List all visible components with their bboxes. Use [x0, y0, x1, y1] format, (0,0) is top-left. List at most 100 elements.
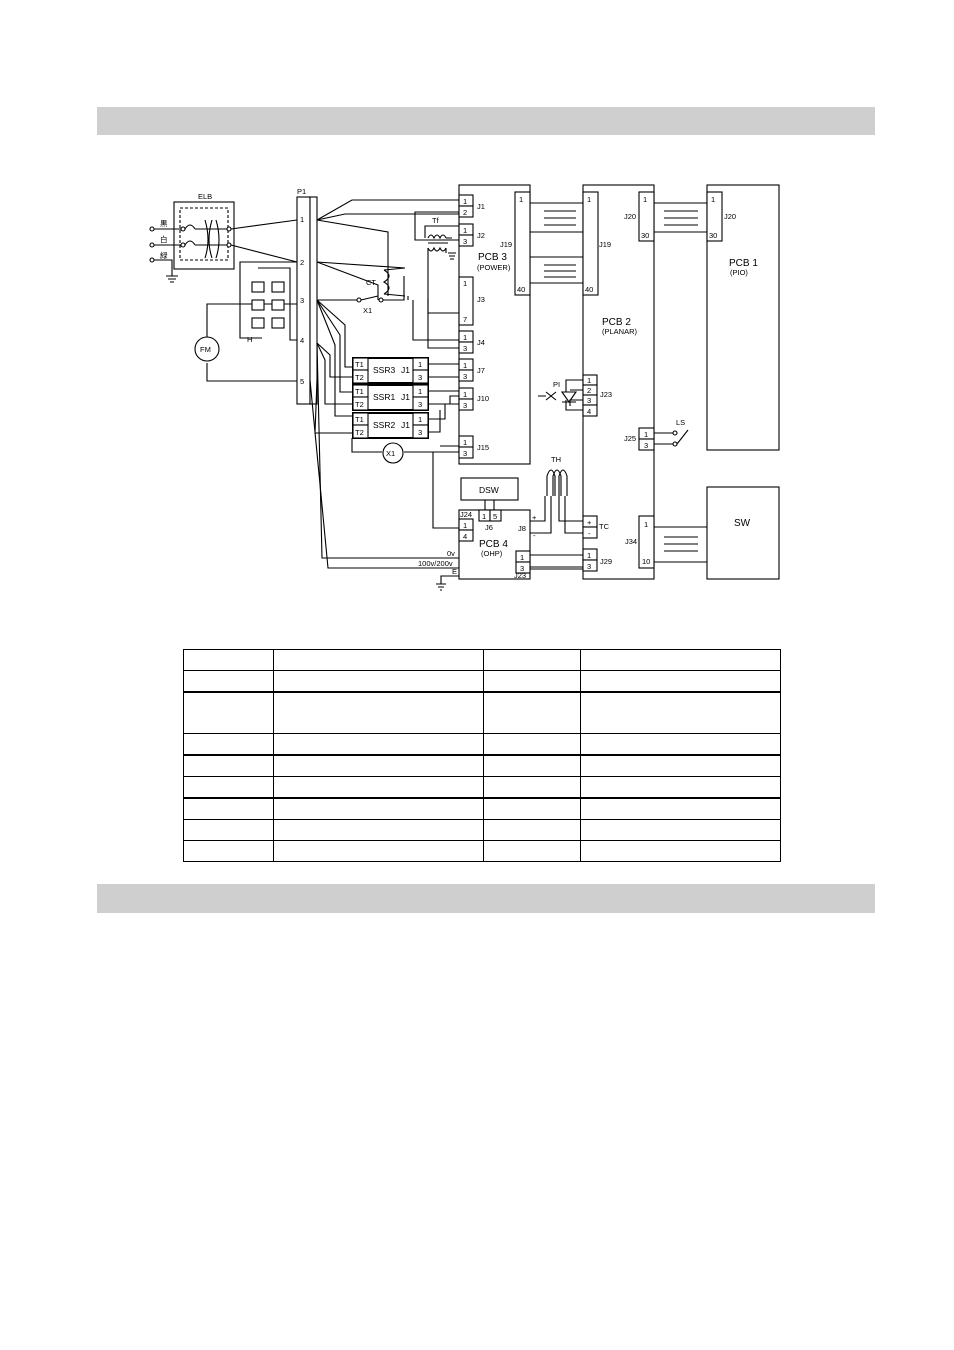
sw-label: SW: [734, 518, 751, 529]
svg-text:2: 2: [463, 208, 467, 217]
pcb3-power: 1 40 J19 PCB 3 (POWER) 1 2 J1 1 3 J2 1 7…: [458, 184, 531, 465]
table-row: [183, 840, 781, 862]
p1-terminal-2: 2: [300, 258, 304, 267]
pcb1-name: PCB 1: [729, 258, 758, 269]
svg-text:(PLANAR): (PLANAR): [602, 327, 638, 336]
svg-text:J1: J1: [401, 365, 410, 375]
th-label: TH: [551, 455, 561, 464]
svg-text:1: 1: [463, 279, 467, 288]
fm-label: FM: [200, 345, 211, 354]
x1-coil-label: X1: [386, 449, 395, 458]
svg-text:1: 1: [520, 553, 524, 562]
elb-line-3: 緑: [160, 250, 168, 260]
svg-text:1: 1: [418, 415, 422, 424]
table-row: [183, 733, 781, 756]
svg-text:3: 3: [463, 372, 467, 381]
table-row: [183, 819, 781, 841]
svg-text:3: 3: [463, 344, 467, 353]
svg-text:1: 1: [644, 430, 648, 439]
svg-text:3: 3: [520, 564, 524, 573]
table-row: [183, 649, 781, 671]
svg-text:T1: T1: [355, 415, 364, 424]
x1-relay-coil: X1: [382, 442, 404, 464]
x1-contact-label: X1: [363, 306, 372, 315]
svg-text:J29: J29: [600, 557, 612, 566]
svg-text:5: 5: [493, 512, 497, 521]
parts-table: [183, 649, 781, 862]
svg-text:3: 3: [463, 449, 467, 458]
pcb2-j19-label: J19: [599, 240, 611, 249]
table-row: [183, 670, 781, 693]
ribbon-cable-j19: [530, 202, 583, 284]
svg-text:E: E: [452, 567, 457, 576]
svg-text:3: 3: [418, 428, 422, 437]
svg-text:1: 1: [463, 333, 467, 342]
p1-terminal-1: 1: [300, 215, 304, 224]
table-row: [183, 691, 781, 734]
ssr3-label: SSR3: [373, 365, 395, 375]
ssr2: T1 T2 SSR2 J1 1 3: [352, 412, 429, 439]
svg-text:J4: J4: [477, 338, 485, 347]
svg-text:J24: J24: [460, 510, 472, 519]
ls-label: LS: [676, 418, 685, 427]
section-header-bar: [97, 107, 875, 135]
svg-text:2: 2: [587, 386, 591, 395]
svg-text:(POWER): (POWER): [477, 263, 511, 272]
pcb3-name: PCB 3: [478, 252, 507, 263]
pcb3-j7: 1 3 J7: [458, 358, 485, 382]
svg-text:100v/200v: 100v/200v: [418, 559, 453, 568]
svg-text:J1: J1: [477, 202, 485, 211]
svg-text:1: 1: [644, 520, 648, 529]
pcb2-tc: + - TC: [582, 515, 610, 539]
pcb3-j10: 1 3 J10: [458, 387, 489, 411]
svg-text:J23: J23: [600, 390, 612, 399]
svg-text:T2: T2: [355, 373, 364, 382]
pcb2-name: PCB 2: [602, 317, 631, 328]
svg-text:-: -: [533, 531, 536, 540]
svg-text:3: 3: [587, 562, 591, 571]
pcb2-j20-label: J20: [624, 212, 636, 221]
svg-text:1: 1: [519, 195, 523, 204]
svg-text:+: +: [587, 518, 592, 527]
svg-text:J1: J1: [401, 420, 410, 430]
ribbon-cable-j20: [654, 202, 707, 233]
svg-text:TC: TC: [599, 522, 610, 531]
svg-text:J2: J2: [477, 231, 485, 240]
svg-text:1: 1: [643, 195, 647, 204]
svg-text:30: 30: [709, 231, 717, 240]
svg-text:40: 40: [517, 285, 525, 294]
svg-text:3: 3: [587, 396, 591, 405]
section-header-bar: [97, 884, 875, 913]
svg-text:10: 10: [642, 557, 650, 566]
thermocouple: TH: [530, 455, 583, 534]
heater-label: H: [247, 335, 252, 344]
svg-text:(PIO): (PIO): [730, 268, 748, 277]
svg-text:1: 1: [463, 197, 467, 206]
p1-label: P1: [297, 187, 306, 196]
svg-text:1: 1: [463, 361, 467, 370]
svg-text:3: 3: [463, 237, 467, 246]
pcb1-j20-label: J20: [724, 212, 736, 221]
p1-terminal-4: 4: [300, 336, 304, 345]
svg-text:0v: 0v: [447, 549, 455, 558]
svg-text:4: 4: [587, 407, 591, 416]
p1-terminal-3: 3: [300, 296, 304, 305]
pi-label: PI: [553, 380, 560, 389]
svg-text:J1: J1: [401, 392, 410, 402]
pcb4-name: PCB 4: [479, 539, 508, 550]
transformer: Tf: [414, 211, 459, 314]
pcb3-j19-label: J19: [500, 240, 512, 249]
svg-text:J7: J7: [477, 366, 485, 375]
ssr2-label: SSR2: [373, 420, 395, 430]
svg-text:+: +: [532, 513, 537, 522]
svg-text:3: 3: [463, 401, 467, 410]
pcb3-j1: 1 2 J1: [458, 194, 485, 218]
svg-text:J23: J23: [514, 571, 526, 580]
svg-text:4: 4: [463, 532, 467, 541]
svg-text:1: 1: [418, 387, 422, 396]
svg-text:J10: J10: [477, 394, 489, 403]
svg-text:40: 40: [585, 285, 593, 294]
svg-text:J6: J6: [485, 523, 493, 532]
svg-text:T2: T2: [355, 428, 364, 437]
elb-line-1: 黒: [160, 219, 168, 228]
